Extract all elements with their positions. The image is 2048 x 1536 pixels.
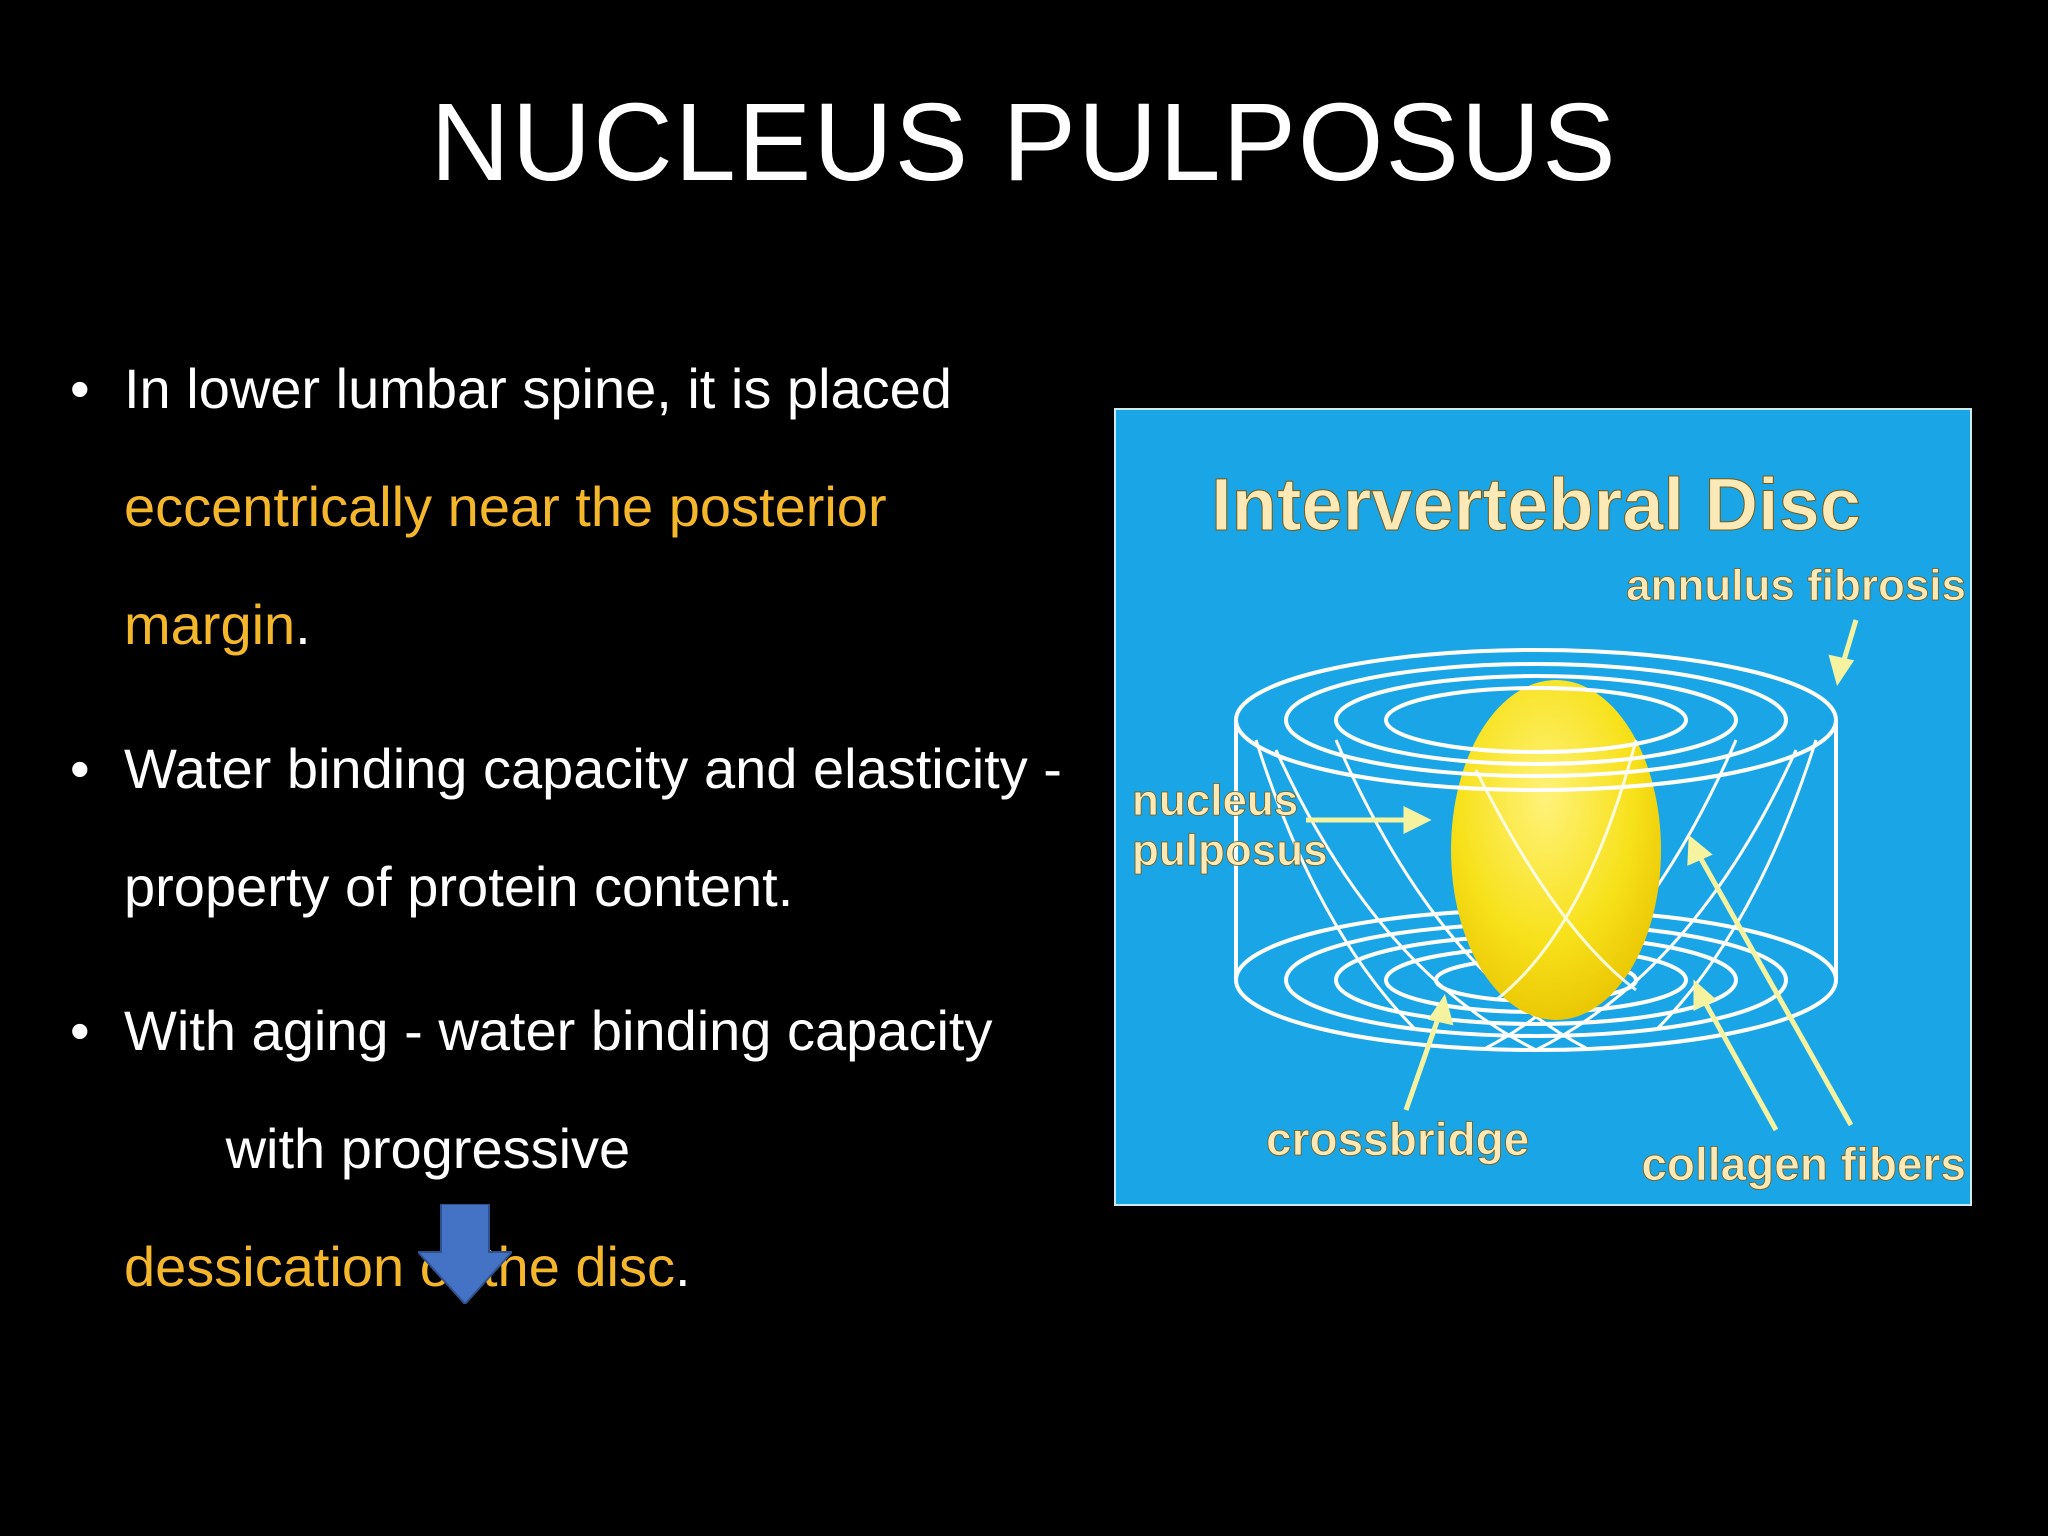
bullet-3-text-a: With aging - water binding capacity	[124, 999, 993, 1062]
label-pulposus: pulposus	[1132, 826, 1328, 875]
pointer-arrows	[1306, 619, 1859, 1132]
bullet-dot: •	[70, 357, 90, 420]
bullet-item-2: • Water binding capacity and elasticity …	[70, 710, 1070, 946]
down-arrow-icon	[418, 1204, 512, 1304]
bullet-1-text: In lower lumbar spine, it is placed	[124, 357, 952, 420]
bullet-3-text-b: with progressive	[225, 1117, 631, 1180]
bullet-dot: •	[70, 737, 90, 800]
figure-title: Intervertebral Disc	[1211, 463, 1861, 546]
cylinder-sides	[1234, 720, 1838, 980]
bullet-item-1: • In lower lumbar spine, it is placed ec…	[70, 330, 1070, 684]
slide-title: NUCLEUS PULPOSUS	[430, 81, 1618, 204]
bullet-3-highlight: dessication of the disc	[124, 1235, 675, 1298]
bullet-item-3: • With aging - water binding capacity wi…	[70, 972, 1070, 1326]
bullet-dot: •	[70, 999, 90, 1062]
bullet-1-period: .	[295, 593, 311, 656]
bullet-2-text: Water binding capacity and elasticity - …	[124, 737, 1062, 918]
collagen-fiber-lines	[1254, 739, 1818, 1052]
label-crossbridge: crossbridge	[1266, 1113, 1529, 1165]
upper-rings	[1234, 648, 1838, 792]
label-collagen-fibers: collagen fibers	[1641, 1138, 1966, 1190]
label-annulus-fibrosis: annulus fibrosis	[1626, 561, 1966, 610]
bullet-1-highlight: eccentrically near the posterior margin	[124, 475, 887, 656]
bullet-3-period: .	[674, 1235, 691, 1298]
intervertebral-disc-figure: Intervertebral Disc annulus fibrosis nuc…	[1114, 408, 1972, 1206]
nucleus-shape	[1451, 680, 1661, 1020]
bullet-list: • In lower lumbar spine, it is placed ec…	[70, 330, 1070, 1352]
label-nucleus: nucleus	[1132, 776, 1298, 825]
